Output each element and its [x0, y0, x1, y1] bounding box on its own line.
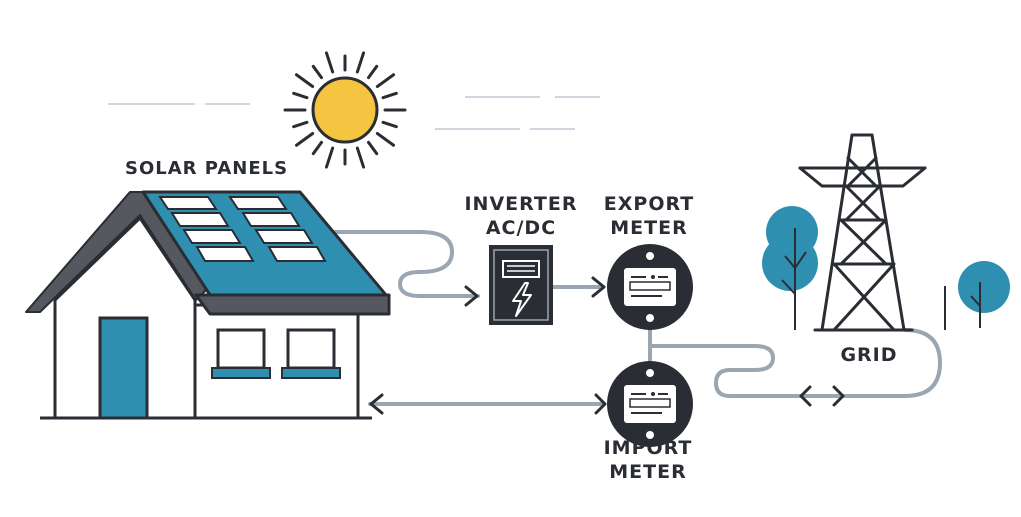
arrow-grid-right [832, 385, 845, 407]
export-meter-label-line1: EXPORT [603, 193, 695, 215]
inverter-label: INVERTER AC/DC [455, 192, 587, 240]
tree-icon [762, 206, 818, 330]
import-meter-label-line1: IMPORT [603, 437, 693, 459]
sun-ray [294, 132, 315, 147]
arrow-to-inverter [464, 285, 479, 307]
house-door [98, 316, 149, 420]
sun-icon [283, 51, 407, 169]
sun-ray [292, 120, 309, 129]
import-meter-label-line2: METER [609, 461, 687, 483]
sun-ray [324, 146, 335, 169]
flow-arrows [369, 276, 845, 415]
wires [310, 230, 942, 406]
sun-ray [381, 91, 398, 100]
arrow-grid-left [799, 385, 812, 407]
export-meter-label: EXPORT METER [594, 192, 704, 240]
sun-ray [375, 132, 396, 147]
import-meter-icon [607, 361, 693, 447]
import-meter-label: IMPORT METER [593, 436, 703, 484]
inverter-icon [489, 245, 553, 325]
sun-ray [381, 120, 398, 129]
arrow-from-grid [594, 393, 607, 415]
sun-ray [311, 64, 323, 80]
sun-ray [324, 51, 335, 74]
sun-ray [311, 140, 323, 156]
house-windows [211, 328, 341, 379]
sun-ray [355, 146, 366, 169]
lightning-icon [512, 282, 532, 317]
arrow-to-export-meter [591, 276, 606, 298]
inverter-label-line2: AC/DC [485, 217, 557, 239]
solar-panels-label: SOLAR PANELS [125, 158, 289, 179]
sun-ray [355, 51, 366, 74]
export-meter-icon [607, 244, 693, 330]
sun-ray [375, 73, 396, 88]
arrow-to-house [369, 393, 384, 415]
sky-dashes [108, 96, 600, 130]
export-meter-label-line2: METER [610, 217, 688, 239]
tree-icon-small [944, 261, 1010, 330]
solar-panels [158, 196, 327, 262]
inverter-label-line1: INVERTER [464, 193, 578, 215]
sun-ray [294, 73, 315, 88]
sun-ray [367, 64, 379, 80]
wire-meters-to-grid [648, 328, 942, 398]
sun-ray [292, 91, 309, 100]
wire-panels-to-inverter [310, 230, 480, 298]
sun-ray [367, 140, 379, 156]
transmission-tower-icon [798, 133, 927, 332]
grid-label: GRID [840, 344, 898, 366]
